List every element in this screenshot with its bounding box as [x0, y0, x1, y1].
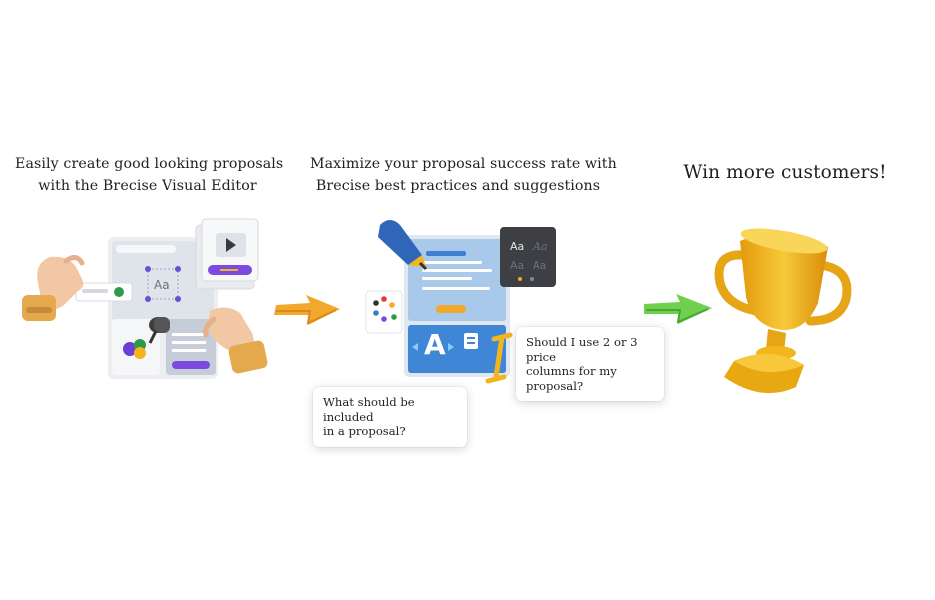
- big-letter: A: [424, 328, 446, 361]
- trophy-icon: [700, 225, 870, 395]
- step-1-heading: Easily create good looking proposals wit…: [15, 156, 284, 194]
- pushpin-icon: [148, 317, 170, 344]
- arrow-right-icon: [640, 292, 714, 326]
- hand-icon: [22, 255, 85, 321]
- arrow-right-icon: [270, 293, 342, 327]
- suggestions-illustration: Aa Aa Aa Aa A: [360, 215, 560, 395]
- font-sample-faded: Aa: [510, 259, 525, 272]
- step-3-heading: Win more customers!: [683, 162, 887, 183]
- font-sample: Aa: [510, 240, 525, 253]
- step-2-heading: Maximize your proposal success rate with…: [310, 156, 617, 194]
- hand-icon: [203, 307, 268, 374]
- font-sample-faded: Aa: [533, 259, 547, 272]
- question-bubble-price-columns: Should I use 2 or 3 price columns for my…: [516, 327, 664, 401]
- play-icon: [226, 238, 236, 252]
- question-bubble-proposal-content: What should be included in a proposal?: [313, 387, 467, 447]
- visual-editor-illustration: Aa: [20, 215, 275, 395]
- font-sample-faded: Aa: [533, 240, 548, 253]
- pen-icon: [378, 220, 428, 271]
- font-sample-label: Aa: [154, 278, 170, 292]
